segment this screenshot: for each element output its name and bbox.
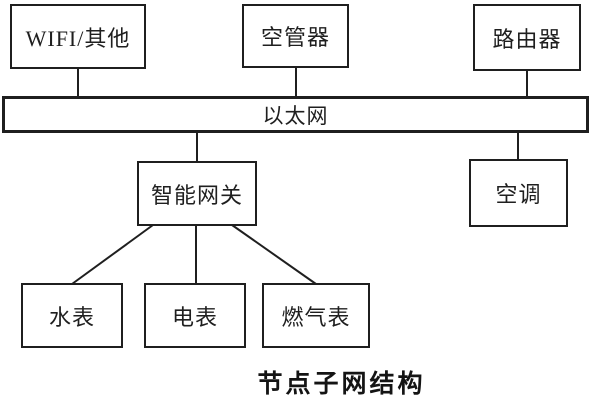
node-wifi-label: WIFI/其他 bbox=[25, 25, 131, 51]
node-air-conditioner: 空调 bbox=[469, 159, 568, 227]
node-air-controller-label: 空管器 bbox=[260, 25, 330, 50]
node-air-controller: 空管器 bbox=[242, 4, 349, 68]
node-gas-meter-label: 燃气表 bbox=[281, 304, 351, 330]
node-electric-meter: 电表 bbox=[144, 283, 246, 348]
node-smart-gateway-label: 智能网关 bbox=[150, 182, 243, 208]
node-gas-meter: 燃气表 bbox=[262, 283, 370, 348]
node-electric-meter-label: 电表 bbox=[171, 304, 218, 330]
node-smart-gateway: 智能网关 bbox=[137, 161, 257, 226]
node-router-label: 路由器 bbox=[492, 26, 562, 52]
node-wifi: WIFI/其他 bbox=[10, 4, 146, 69]
node-router: 路由器 bbox=[473, 4, 581, 71]
ethernet-bus-bar: 以太网 bbox=[2, 96, 589, 133]
edge-gateway-watermeter bbox=[71, 224, 154, 285]
edge-gateway-gasmeter bbox=[231, 224, 317, 285]
node-water-meter-label: 水表 bbox=[48, 304, 95, 330]
diagram-caption: 节点子网结构 bbox=[257, 370, 426, 398]
node-water-meter: 水表 bbox=[21, 283, 123, 348]
node-air-conditioner-label: 空调 bbox=[495, 182, 542, 207]
ethernet-bus-label: 以太网 bbox=[262, 103, 329, 128]
